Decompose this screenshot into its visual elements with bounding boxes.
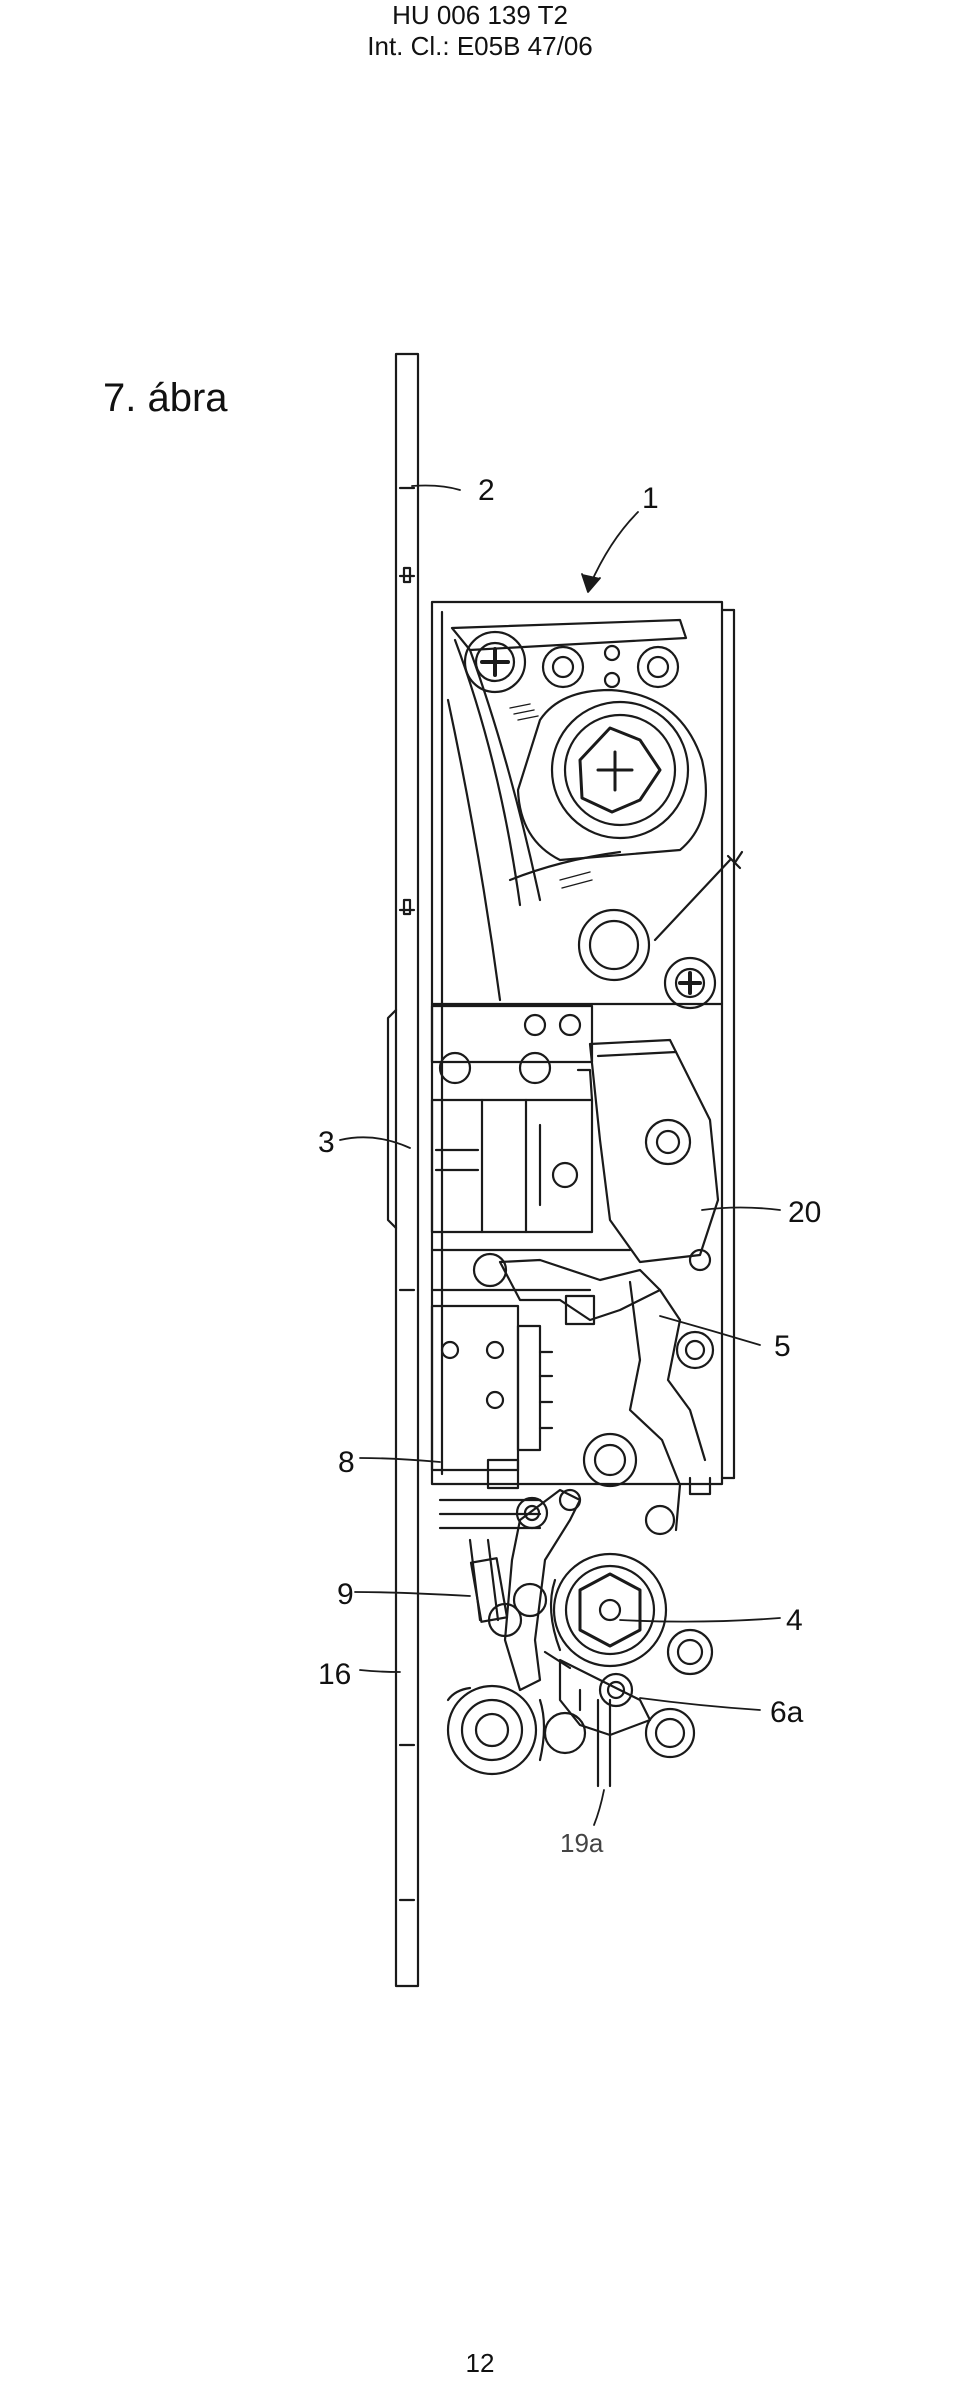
hatching <box>509 703 593 889</box>
page-number: 12 <box>465 2348 495 2378</box>
solenoid-block <box>430 1004 594 1234</box>
label-5: 5 <box>774 1330 791 1363</box>
label-16: 16 <box>318 1658 351 1691</box>
right-bolts <box>582 1432 714 1759</box>
latch-lever <box>588 1038 720 1272</box>
follower-cam <box>516 688 708 862</box>
label-4: 4 <box>786 1604 803 1637</box>
faceplate <box>386 352 420 1988</box>
spring-arms <box>446 638 744 1002</box>
label-19a: 19a <box>560 1828 604 1858</box>
label-3: 3 <box>318 1126 335 1159</box>
bottom-roller <box>446 1684 587 1776</box>
microswitch <box>430 1304 554 1490</box>
figure-title: 7. ábra <box>103 376 228 420</box>
detent-lever <box>472 1252 715 1532</box>
spring-stack <box>438 1498 548 1638</box>
label-9: 9 <box>337 1578 354 1611</box>
label-1: 1 <box>642 482 659 515</box>
label-2: 2 <box>478 474 495 507</box>
classification: Int. Cl.: E05B 47/06 <box>367 31 593 61</box>
follower-hub <box>549 1552 668 1668</box>
right-screw <box>663 956 717 1010</box>
document-header: HU 006 139 T2 Int. Cl.: E05B 47/06 <box>0 0 960 62</box>
hook-lever <box>503 1488 582 1692</box>
mid-roller <box>577 908 651 982</box>
top-screw <box>463 630 527 694</box>
publication-number: HU 006 139 T2 <box>392 0 568 30</box>
label-20: 20 <box>788 1196 821 1229</box>
label-6a: 6a <box>770 1696 804 1729</box>
label-8: 8 <box>338 1446 355 1479</box>
top-pins <box>450 618 688 689</box>
leader-lines <box>339 484 781 1826</box>
lever-6a <box>543 1650 652 1788</box>
lock-case <box>430 600 736 1496</box>
